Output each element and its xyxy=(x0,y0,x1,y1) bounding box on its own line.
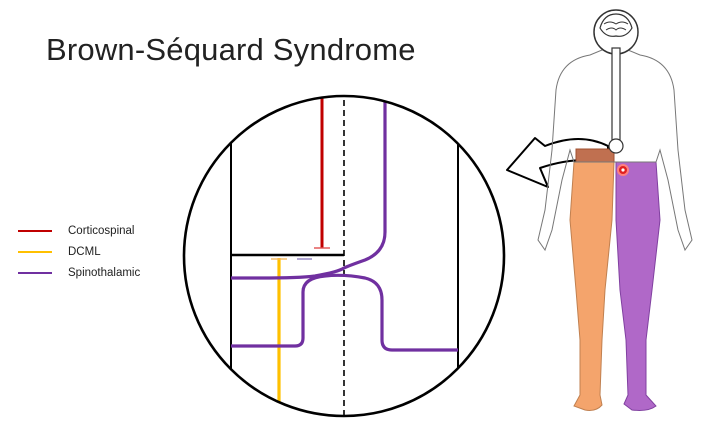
lesion-level-circle xyxy=(608,138,624,154)
legend-swatch-dcml xyxy=(18,250,52,253)
lesion-band xyxy=(575,148,615,163)
legend-swatch-spinothalamic xyxy=(18,271,52,274)
legend-item-corticospinal: Corticospinal xyxy=(18,220,140,241)
spinal-cord xyxy=(611,47,621,149)
torso-outline xyxy=(537,49,693,252)
spinothalamic-lower-tract xyxy=(231,273,458,352)
ipsilateral-leg xyxy=(569,161,615,411)
legend-item-dcml: DCML xyxy=(18,241,140,262)
page-title: Brown-Séquard Syndrome xyxy=(46,32,416,67)
contralateral-leg xyxy=(615,161,661,411)
spinothalamic-upper-tract xyxy=(231,96,387,280)
legend-label: Corticospinal xyxy=(68,224,135,237)
legend-item-spinothalamic: Spinothalamic xyxy=(18,262,140,283)
brain-icon xyxy=(599,13,633,37)
magnified-cord-circle xyxy=(182,94,506,418)
legend-label: Spinothalamic xyxy=(68,266,141,279)
legend-swatch-corticospinal xyxy=(18,229,52,232)
magnifier-circle-outline xyxy=(182,94,506,418)
human-body-figure xyxy=(537,9,693,411)
legend-label: DCML xyxy=(68,245,101,258)
legend: Corticospinal DCML Spinothalamic xyxy=(18,220,140,283)
